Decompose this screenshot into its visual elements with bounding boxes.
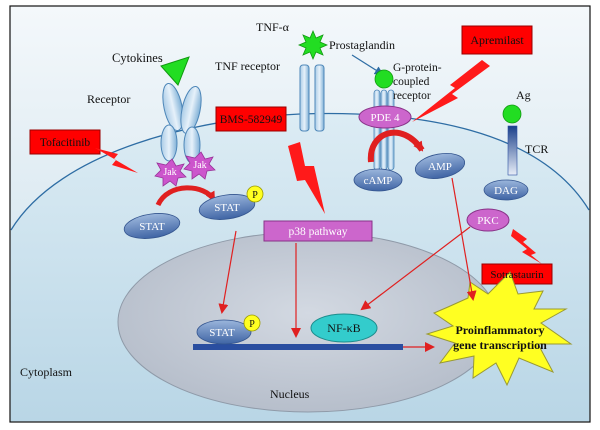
camp-oval xyxy=(353,168,403,192)
antigen-circle xyxy=(502,104,522,124)
tofacitinib-box xyxy=(29,129,101,155)
dag-label: DAG xyxy=(494,185,518,197)
tofacitinib-bolt xyxy=(95,148,138,173)
stat-label-2: STAT xyxy=(214,202,240,214)
p38-pathway-box xyxy=(263,220,373,242)
phospho-label-1: P xyxy=(252,190,258,201)
phospho-circle-2 xyxy=(243,314,261,332)
jak-label-left: Jak xyxy=(163,167,176,178)
stat-nuclear-label: STAT xyxy=(209,327,235,339)
apremilast-box xyxy=(461,25,533,55)
cytokine-triangle xyxy=(160,56,190,86)
nucleus xyxy=(117,231,499,413)
bms-box xyxy=(215,106,287,132)
receptor-label: Receptor xyxy=(87,92,130,106)
gpcr-label-line3: receptor xyxy=(393,90,431,102)
sotrastaurin-box xyxy=(481,263,553,285)
nfkb-oval xyxy=(310,313,378,343)
pkc-label: PKC xyxy=(477,215,498,227)
phospho-circle-1 xyxy=(246,185,264,203)
cytokines-label: Cytokines xyxy=(112,51,163,65)
outcome-line1: Proinflammatory xyxy=(455,323,544,337)
sotrastaurin-bolt xyxy=(511,229,542,264)
receptor-left-tm xyxy=(160,124,178,162)
stat-label-1: STAT xyxy=(139,221,165,233)
tnf-receptor-left xyxy=(299,64,310,132)
nucleus-label: Nucleus xyxy=(270,387,310,401)
apremilast-label: Apremilast xyxy=(470,33,524,47)
amp-label: AMP xyxy=(428,161,452,173)
jak-star-right xyxy=(183,151,216,180)
receptor-left-ectodomain xyxy=(162,82,184,132)
tnf-receptor-label: TNF receptor xyxy=(215,59,280,73)
dag-oval xyxy=(483,179,529,201)
tnf-alpha-star xyxy=(297,29,329,61)
tcr-label: TCR xyxy=(525,142,548,156)
p38-label: p38 pathway xyxy=(288,226,347,238)
tnf-alpha-label: TNF-α xyxy=(256,20,290,34)
jak-star-left xyxy=(154,158,187,187)
stat-nuclear-oval xyxy=(196,319,252,345)
phospho-label-2: P xyxy=(249,319,255,330)
stat-oval-1 xyxy=(123,213,181,239)
proinflammatory-starburst xyxy=(425,271,573,387)
sotrastaurin-label: Sotrastaurin xyxy=(490,269,544,281)
jak-activation-arrow xyxy=(155,185,217,207)
pde4-oval xyxy=(358,105,412,129)
jak-label-right: Jak xyxy=(193,160,206,171)
pde4-label: PDE 4 xyxy=(370,112,400,124)
outcome-line2: gene transcription xyxy=(453,338,547,352)
ag-label: Ag xyxy=(516,88,531,102)
tofacitinib-label: Tofacitinib xyxy=(40,137,91,149)
amp-oval xyxy=(414,153,466,179)
tnf-receptor-right xyxy=(314,64,325,132)
prostaglandin-circle xyxy=(374,69,394,89)
pkc-oval xyxy=(466,208,510,232)
amp-to-transcription-arrow xyxy=(451,177,477,301)
tcr-bar xyxy=(507,125,518,176)
dna-strand xyxy=(193,344,403,350)
stat-oval-2 xyxy=(198,194,256,220)
camp-to-amp-arrow xyxy=(367,129,425,163)
gpcr-label-line1: G-protein- xyxy=(393,62,442,74)
bms-label: BMS-582949 xyxy=(220,114,283,126)
camp-label: cAMP xyxy=(364,175,393,187)
gpcr-label-line2: coupled xyxy=(393,76,430,88)
prostaglandin-arrow xyxy=(351,54,384,76)
prostaglandin-label: Prostaglandin xyxy=(329,38,395,52)
bms-bolt xyxy=(288,142,325,214)
apremilast-bolt xyxy=(412,60,490,122)
pkc-to-nfkb-arrow xyxy=(360,226,471,311)
cytoplasm-label: Cytoplasm xyxy=(20,365,73,379)
gpcr-helix-1 xyxy=(373,89,381,171)
nfkb-label: NF-κB xyxy=(327,321,360,335)
stat-to-nucleus-arrow xyxy=(218,230,237,314)
gpcr-helix-2 xyxy=(380,89,388,171)
